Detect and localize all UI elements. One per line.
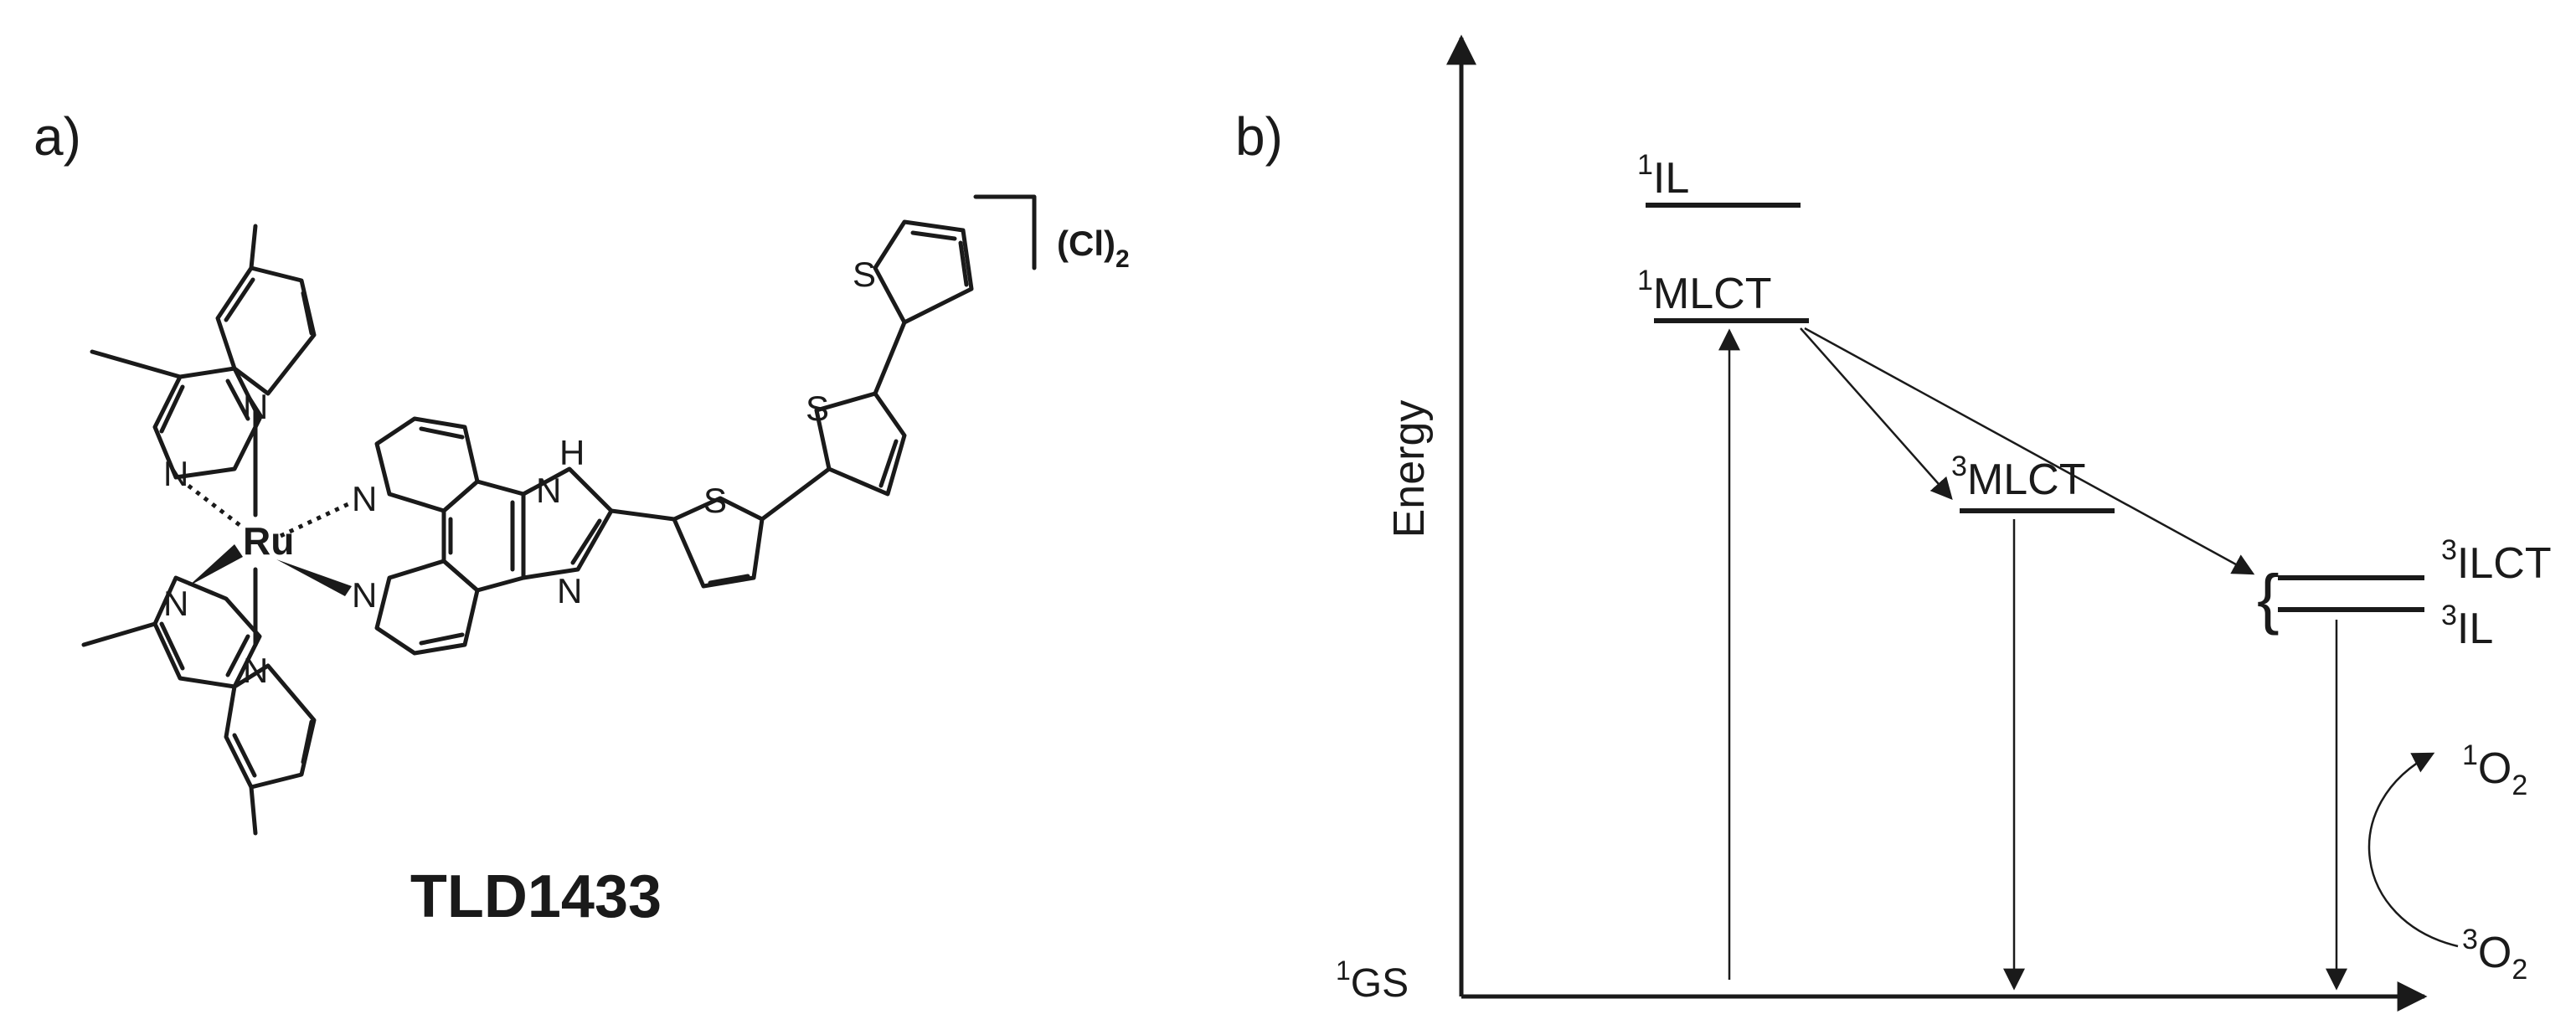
bipy-lower-right-ring <box>224 663 317 790</box>
methyl-bond <box>90 349 183 379</box>
bond <box>419 426 465 440</box>
hashed-bond-upper-left <box>187 484 245 529</box>
level-label-1mlct: 1MLCT <box>1637 265 1771 318</box>
atom-label-n: N <box>352 575 377 615</box>
bond <box>419 632 465 646</box>
ground-state-label: 1GS <box>1336 955 1409 1006</box>
bipy-upper-right-ring <box>215 265 317 396</box>
atom-label-n: N <box>557 571 582 610</box>
atom-label-s: S <box>703 481 727 520</box>
atom-label-n: N <box>163 584 188 623</box>
atom-label-n: N <box>536 471 561 510</box>
level-label-3il: 3IL <box>2441 600 2493 653</box>
bond <box>873 320 907 396</box>
level-label-3mlct: 3MLCT <box>1951 451 2085 504</box>
bond <box>301 719 314 765</box>
charge-bracket <box>973 194 1037 270</box>
bond <box>159 384 185 434</box>
isc-arrow-to-3mlct <box>1800 327 1953 500</box>
atom-label-h: H <box>559 433 585 472</box>
bond <box>225 378 250 421</box>
atom-label-s: S <box>806 389 829 428</box>
atom-label-n: N <box>163 454 188 493</box>
methyl-bond <box>249 224 258 270</box>
ruthenium-complex-structure: Ru N N N N N N N N H S S S (Cl)2 <box>81 194 1130 836</box>
bond <box>708 574 750 585</box>
oxygen-sensitization-arrow <box>2367 752 2459 948</box>
hashed-bond-right <box>279 500 353 538</box>
bond <box>609 508 677 522</box>
bond <box>225 634 250 677</box>
bond <box>910 230 957 241</box>
panel-b: b) Energy 1GS 1IL 1MLCT 3MLCT 3ILCT 3IL … <box>1235 34 2552 1012</box>
wedge-bond-lower-left <box>188 544 243 586</box>
thiophene-3 <box>873 219 974 325</box>
bond <box>760 466 832 522</box>
wedge-bond-lower-right <box>276 559 352 596</box>
atom-label-n: N <box>243 387 268 426</box>
atom-label-n: N <box>243 651 268 690</box>
triplet-oxygen-label: 3O2 <box>2462 924 2527 986</box>
isc-arrow-to-3il <box>1804 327 2255 575</box>
compound-name: TLD1433 <box>410 863 662 930</box>
singlet-oxygen-label: 1O2 <box>2462 739 2527 801</box>
bond <box>224 277 255 322</box>
bond <box>159 621 185 671</box>
degenerate-bracket: { <box>2257 561 2280 636</box>
thiophene-2 <box>814 391 907 497</box>
counterion-label: (Cl)2 <box>1057 224 1130 273</box>
methyl-bond <box>249 785 258 836</box>
bond <box>570 518 602 565</box>
level-label-1il: 1IL <box>1637 149 1689 203</box>
thiophene-1 <box>672 496 765 589</box>
bond <box>232 733 257 778</box>
methyl-bond <box>81 621 157 647</box>
atom-label-n: N <box>352 479 377 518</box>
imidazole-ring <box>521 466 614 580</box>
panel-a: a) <box>33 106 1130 930</box>
energy-axis-label: Energy <box>1385 400 1434 538</box>
metal-label: Ru <box>243 519 294 563</box>
bond <box>878 439 899 488</box>
level-label-3ilct: 3ILCT <box>2441 534 2552 588</box>
panel-a-label: a) <box>33 106 81 167</box>
panel-b-label: b) <box>1235 106 1283 167</box>
bond <box>958 240 969 287</box>
atom-label-s: S <box>853 255 876 294</box>
bond <box>301 291 314 336</box>
